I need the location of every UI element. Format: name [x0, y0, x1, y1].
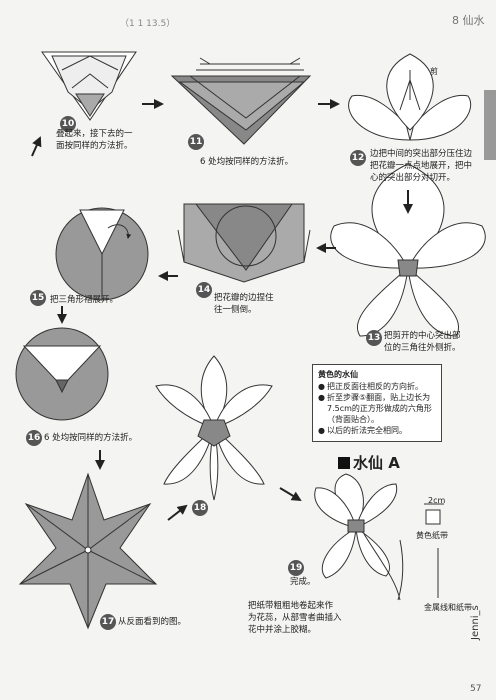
- step-caption-12: 边把中间的突出部分压住边 把花瓣一点点地展开，把中 心的突出部分对切开。: [370, 149, 473, 183]
- step-number-18: 18: [192, 500, 208, 516]
- watermark-text: Jenni_s: [470, 605, 481, 640]
- note-item: ●折至步骤⑤翻面，贴上边长为7.5cm的正方形做成的六角形（背面贴合）。: [318, 393, 432, 424]
- section-title: 水仙 A: [338, 452, 400, 473]
- dimension-label: 2cm: [428, 496, 446, 505]
- square-bullet-icon: [338, 457, 350, 469]
- step17-figure: [18, 472, 158, 630]
- yellow-daffodil-note: 黄色的水仙 ●把正反面往相反的方向折。 ●折至步骤⑤翻面，贴上边长为7.5cm的…: [312, 364, 442, 442]
- cut-label: 剪: [430, 67, 438, 76]
- paper-tape-label: 黄色纸带: [416, 531, 448, 540]
- step18-figure: [155, 355, 273, 501]
- side-tab: [484, 90, 496, 160]
- step-caption-10: 叠起来，接下去的一 面按同样的方法折。: [56, 129, 133, 151]
- step-number-16: 16: [26, 430, 42, 446]
- step-number-11: 11: [188, 134, 204, 150]
- step-caption-13: 把剪开的中心突出部 位的三角往外侧折。: [384, 331, 461, 353]
- step-number-14: 14: [196, 282, 212, 298]
- step14-figure: [177, 203, 311, 283]
- step11-figure: [170, 57, 312, 145]
- flow-arrows: [31, 99, 413, 521]
- step12-figure: [348, 53, 472, 141]
- step-caption-15: 把三角形褶展开。: [50, 295, 119, 305]
- step-number-12: 12: [350, 150, 366, 166]
- header-right-text: 8 仙水: [452, 14, 485, 27]
- step-caption-11: 6 处均按同样的方法折。: [200, 157, 294, 167]
- page-number: 57: [470, 684, 482, 694]
- note-item: ●以后的折法完全相同。: [318, 426, 407, 435]
- header-left-text: （1 1 13.5）: [120, 19, 176, 29]
- step13-figure: [330, 163, 486, 337]
- step15-figure: [55, 207, 149, 301]
- step10-figure: [41, 51, 137, 121]
- stem-instruction: 把纸带粗粗地卷起来作 为花蕊，从部雪者曲插入 花中并涂上胶糊。: [248, 601, 342, 635]
- step-caption-16: 6 处均按同样的方法折。: [44, 433, 138, 443]
- step-caption-17: 从反面看到的图。: [118, 617, 187, 627]
- step-number-17: 17: [100, 614, 116, 630]
- step-number-13: 13: [366, 330, 382, 346]
- step16-figure: [15, 327, 109, 421]
- step-number-10: 10: [60, 116, 76, 132]
- paper-tape-figure: [424, 503, 444, 598]
- note-item: ●把正反面往相反的方向折。: [318, 382, 423, 391]
- step-caption-19: 完成。: [290, 577, 316, 587]
- step19-figure: [314, 473, 404, 601]
- note-title: 黄色的水仙: [318, 370, 358, 379]
- page-header: （1 1 13.5） 8 仙水: [0, 8, 496, 32]
- step-number-19: 19: [288, 560, 304, 576]
- step-number-15: 15: [30, 290, 46, 306]
- step-caption-14: 把花瓣的边捏住 往一侧倒。: [214, 293, 274, 315]
- wire-tape-label: 金属线和纸带: [424, 603, 472, 612]
